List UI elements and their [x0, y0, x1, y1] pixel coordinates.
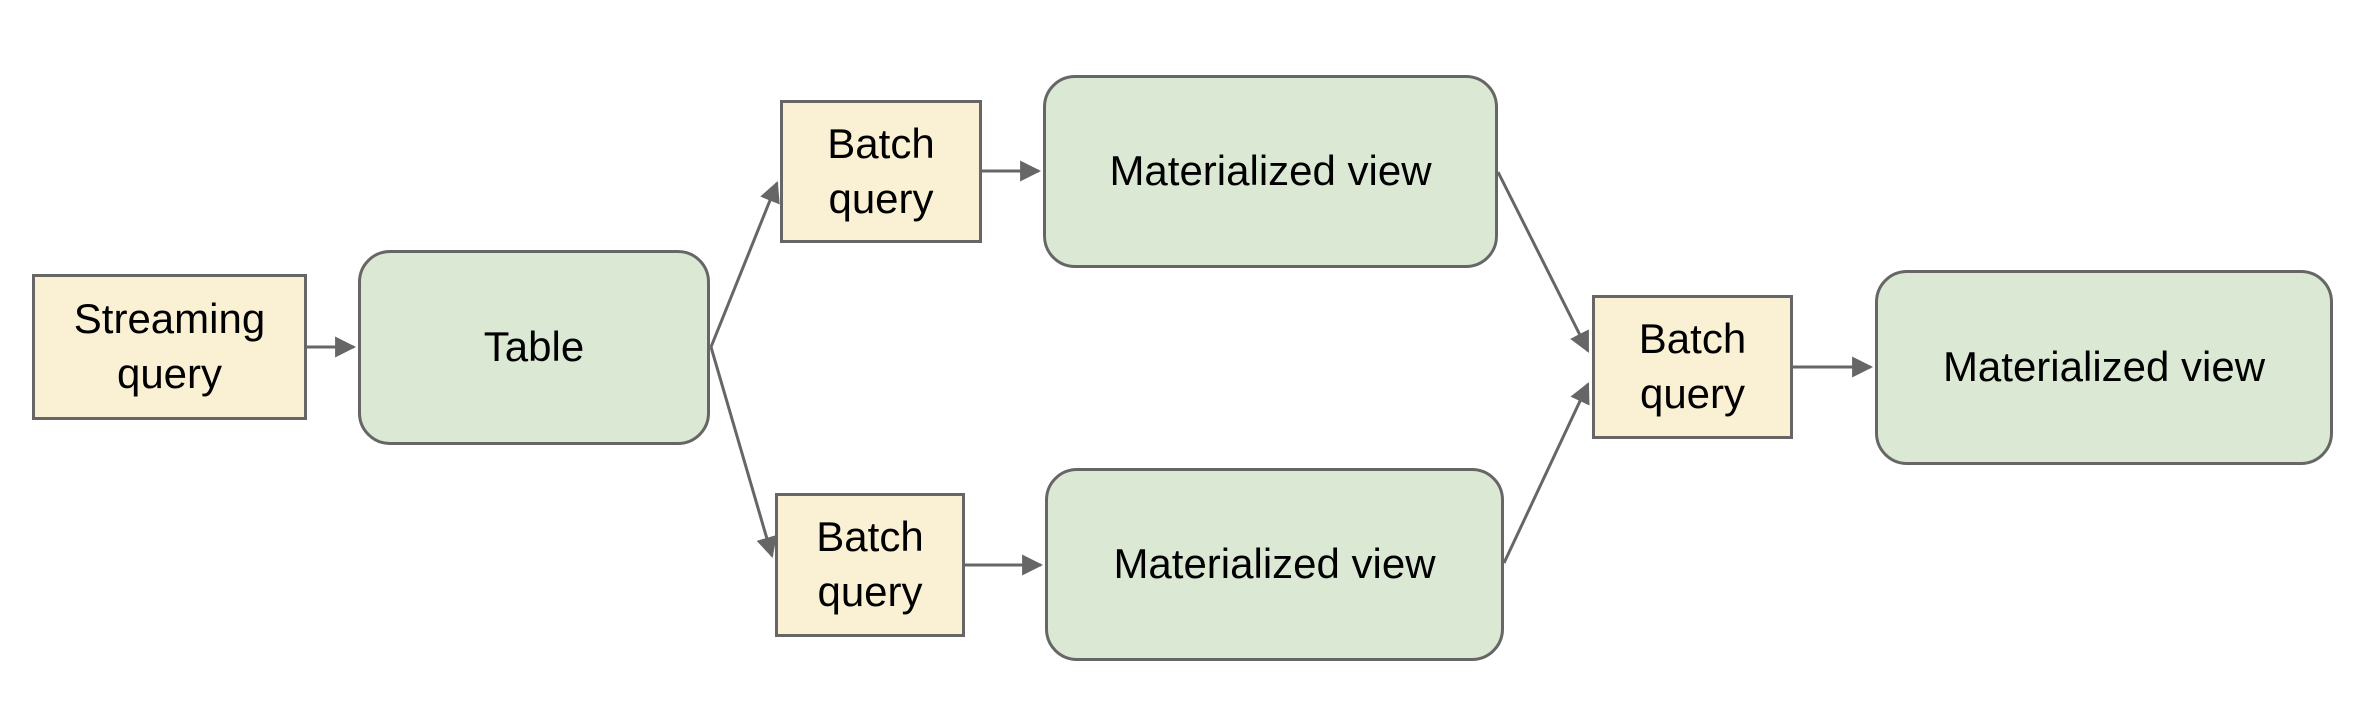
node-materialized-view-final: Materialized view [1875, 270, 2333, 465]
node-materialized-view-bottom-label: Materialized view [1113, 540, 1436, 588]
node-table-label: Table [483, 323, 585, 371]
node-materialized-view-top-label: Materialized view [1109, 147, 1432, 195]
edge-table-to-batch-query-bottom [709, 346, 777, 559]
node-materialized-view-top: Materialized view [1043, 75, 1498, 268]
node-table: Table [358, 250, 710, 445]
node-batch-query-bottom-label: Batch query [816, 513, 924, 615]
node-batch-query-bottom: Batch query [775, 493, 965, 637]
edge-table-to-batch-query-top [709, 181, 780, 348]
edge-materialized-view-bottom-to-batch-query-merge [1502, 382, 1590, 564]
node-batch-query-merge: Batch query [1592, 295, 1793, 439]
node-streaming-query: Streaming query [32, 274, 307, 420]
edge-materialized-view-top-to-batch-query-merge [1496, 171, 1590, 353]
node-materialized-view-bottom: Materialized view [1045, 468, 1504, 661]
node-streaming-query-label: Streaming query [73, 295, 266, 397]
node-batch-query-top-label: Batch query [827, 119, 935, 222]
node-batch-query-top: Batch query [780, 100, 982, 243]
node-batch-query-merge-label: Batch query [1638, 315, 1747, 417]
node-materialized-view-final-label: Materialized view [1942, 343, 2266, 391]
